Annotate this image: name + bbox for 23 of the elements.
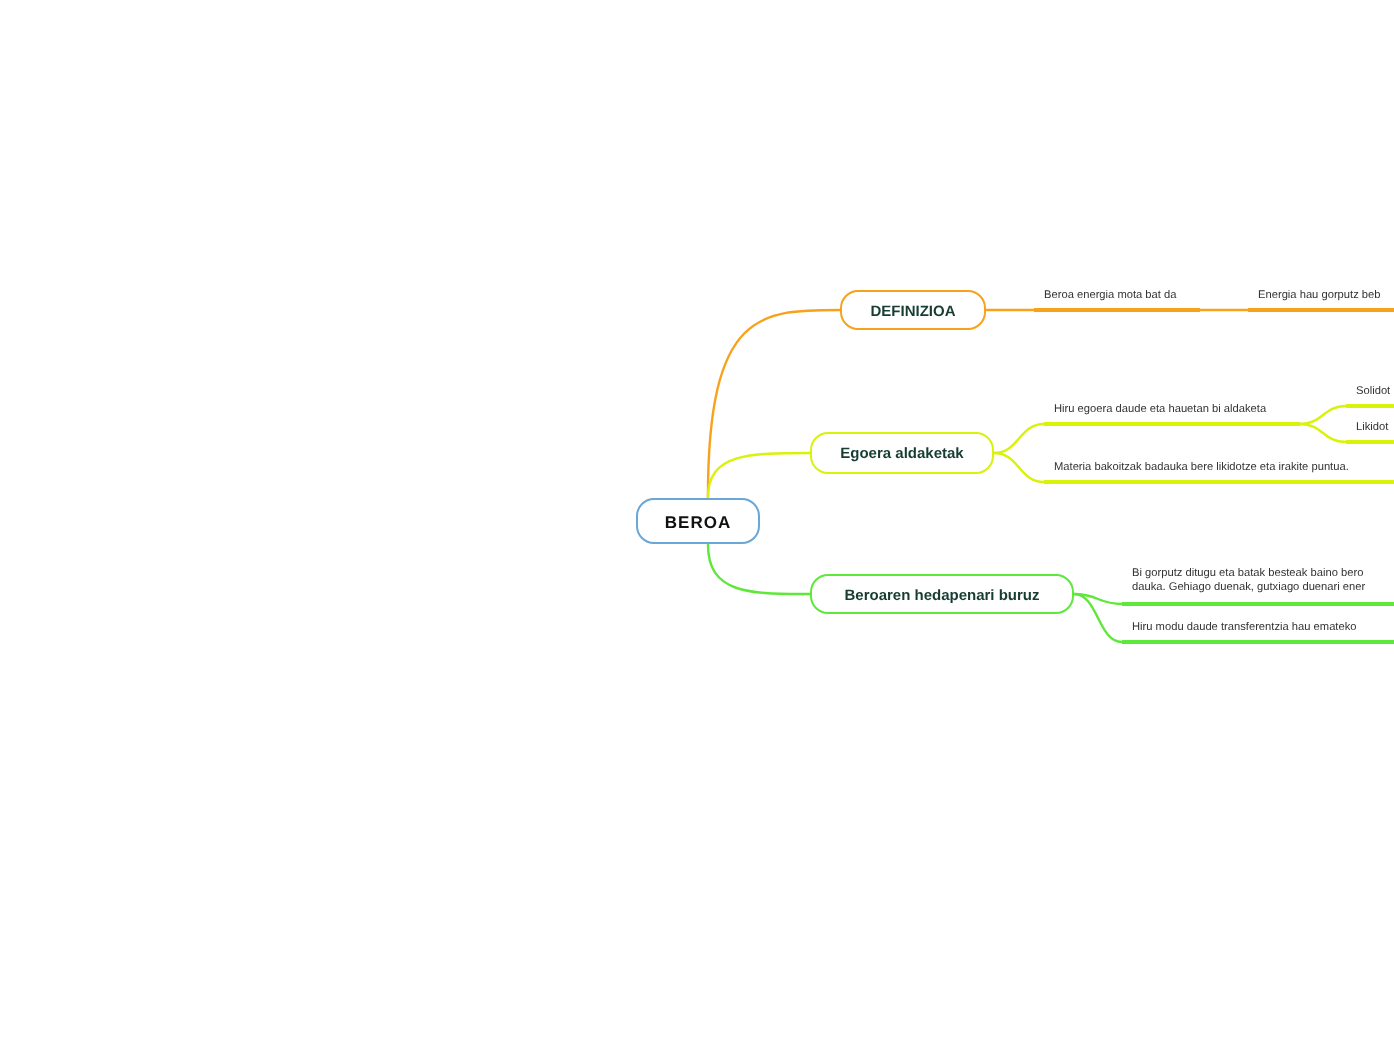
subtopic-line	[1248, 290, 1394, 312]
subtopic-line	[1044, 462, 1394, 484]
connector-line	[1299, 404, 1347, 426]
connector-line	[706, 451, 810, 499]
connector-line	[1200, 308, 1248, 312]
connector-line	[986, 308, 1034, 312]
topic-box	[840, 290, 986, 330]
connector-line	[1073, 592, 1123, 606]
topic-label: BEROA	[664, 511, 732, 531]
topic-box	[810, 432, 994, 474]
subtopic-line	[1346, 422, 1394, 444]
connector-line	[706, 543, 810, 596]
connector-line	[1073, 592, 1123, 644]
subtopic-line	[1034, 290, 1200, 312]
subtopic-line	[1122, 622, 1394, 644]
subtopic-line	[1122, 568, 1394, 606]
subtopic-line	[1044, 404, 1300, 426]
connector-line	[1299, 422, 1347, 444]
topic-box	[810, 574, 1074, 614]
connector-line	[993, 422, 1045, 455]
topic-box	[636, 498, 760, 544]
subtopic-line	[1346, 386, 1394, 408]
connector-line	[993, 451, 1045, 484]
